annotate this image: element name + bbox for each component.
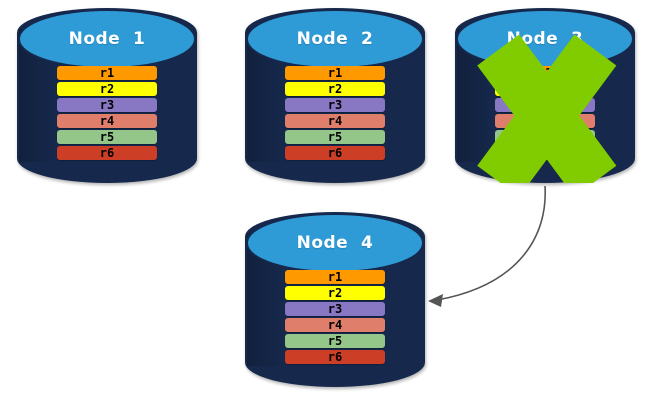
record-label: r4 xyxy=(327,113,343,128)
record-row[interactable]: r2 xyxy=(494,81,596,96)
record-label: r2 xyxy=(327,285,343,300)
record-row[interactable]: r1 xyxy=(494,65,596,80)
record-row[interactable]: r4 xyxy=(284,113,386,128)
node-cylinder-top: Node 2 xyxy=(246,9,424,69)
record-row[interactable]: r1 xyxy=(56,65,158,80)
node-cylinder-top: Node 1 xyxy=(18,9,196,69)
record-row[interactable]: r6 xyxy=(56,145,158,160)
record-label: r1 xyxy=(537,65,553,80)
node-cylinder-top: Node 3 xyxy=(456,9,634,69)
record-row[interactable]: r3 xyxy=(56,97,158,112)
record-row[interactable]: r5 xyxy=(494,129,596,144)
record-row[interactable]: r1 xyxy=(284,269,386,284)
connection-line xyxy=(436,185,546,301)
record-row[interactable]: r5 xyxy=(56,129,158,144)
node-cylinder-top: Node 4 xyxy=(246,213,424,273)
record-row[interactable]: r4 xyxy=(56,113,158,128)
record-label: r4 xyxy=(99,113,115,128)
record-label: r3 xyxy=(537,97,553,112)
record-label: r3 xyxy=(327,97,343,112)
record-label: r1 xyxy=(327,269,343,284)
record-label: r3 xyxy=(327,301,343,316)
record-row[interactable]: r1 xyxy=(284,65,386,80)
record-label: r1 xyxy=(327,65,343,80)
record-label: r3 xyxy=(99,97,115,112)
record-label: r5 xyxy=(537,129,553,144)
record-label: r5 xyxy=(327,129,343,144)
node-title-label: Node 4 xyxy=(296,232,374,253)
arrowhead-icon xyxy=(428,294,443,307)
record-row[interactable]: r5 xyxy=(284,129,386,144)
record-label: r6 xyxy=(327,145,343,160)
record-label: r2 xyxy=(327,81,343,96)
node-title-label: Node 2 xyxy=(296,28,374,49)
record-row[interactable]: r3 xyxy=(494,97,596,112)
record-row[interactable]: r2 xyxy=(56,81,158,96)
record-label: r6 xyxy=(99,145,115,160)
record-row[interactable]: r5 xyxy=(284,333,386,348)
node-title-label: Node 3 xyxy=(506,28,584,49)
record-label: r4 xyxy=(327,317,343,332)
record-label: r5 xyxy=(327,333,343,348)
record-label: r6 xyxy=(537,145,553,160)
record-row[interactable]: r4 xyxy=(494,113,596,128)
record-label: r4 xyxy=(537,113,553,128)
record-row[interactable]: r4 xyxy=(284,317,386,332)
record-label: r6 xyxy=(327,349,343,364)
node-title-label: Node 1 xyxy=(68,28,146,49)
record-row[interactable]: r6 xyxy=(494,145,596,160)
record-row[interactable]: r2 xyxy=(284,81,386,96)
record-row[interactable]: r6 xyxy=(284,145,386,160)
record-label: r2 xyxy=(537,81,553,96)
record-label: r2 xyxy=(99,81,115,96)
record-row[interactable]: r3 xyxy=(284,97,386,112)
record-row[interactable]: r3 xyxy=(284,301,386,316)
record-row[interactable]: r2 xyxy=(284,285,386,300)
record-label: r5 xyxy=(99,129,115,144)
record-label: r1 xyxy=(99,65,115,80)
record-row[interactable]: r6 xyxy=(284,349,386,364)
